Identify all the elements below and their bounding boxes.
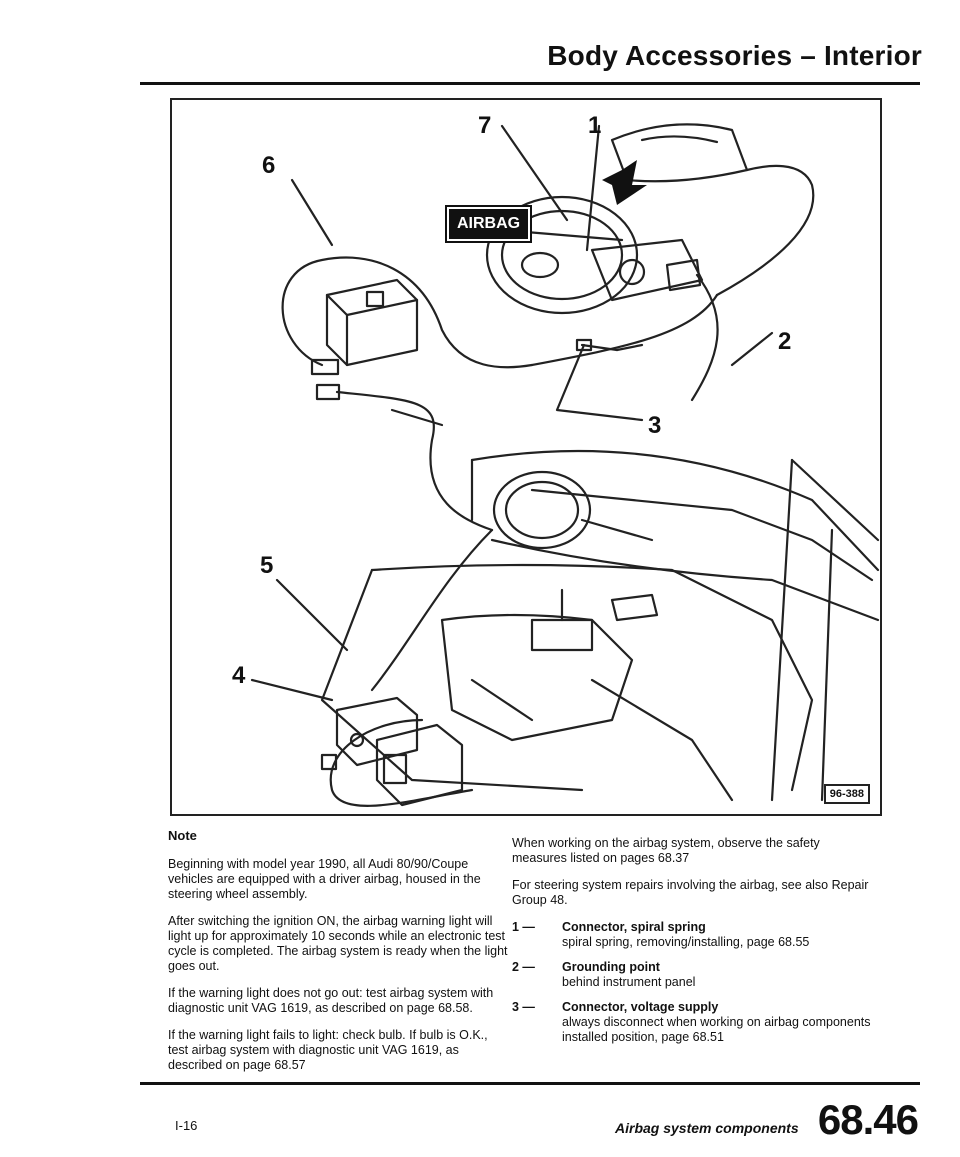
legend-item: 1 — Connector, spiral spring spiral spri… xyxy=(512,920,877,950)
legend-item: 2 — Grounding point behind instrument pa… xyxy=(512,960,877,990)
legend-item-line: installed position, page 68.51 xyxy=(562,1030,724,1044)
note-column: Note Beginning with model year 1990, all… xyxy=(168,828,508,1085)
legend-item-number: 3 — xyxy=(512,1000,535,1014)
legend-item-number: 1 — xyxy=(512,920,535,934)
legend-item: 3 — Connector, voltage supply always dis… xyxy=(512,1000,877,1045)
page-header-title: Body Accessories – Interior xyxy=(547,40,922,71)
note-paragraph: If the warning light does not go out: te… xyxy=(168,986,494,1015)
legend-item-number: 2 — xyxy=(512,960,535,974)
figure-label-3: 3 xyxy=(648,412,662,439)
legend-column: When working on the airbag system, obser… xyxy=(512,836,877,1055)
legend-item-title: Grounding point xyxy=(562,960,660,974)
note-heading: Note xyxy=(168,828,197,843)
figure-label-5: 5 xyxy=(260,552,274,579)
figure-reference: 96-388 xyxy=(823,784,870,804)
figure-label-7: 7 xyxy=(478,112,492,139)
intro-paragraph: When working on the airbag system, obser… xyxy=(512,836,820,865)
intro-paragraph: For steering system repairs involving th… xyxy=(512,878,869,907)
note-paragraph: After switching the ignition ON, the air… xyxy=(168,914,508,973)
figure-label-4: 4 xyxy=(232,662,246,689)
figure-label-6: 6 xyxy=(262,152,276,179)
footer-section-title: Airbag system components xyxy=(615,1120,799,1136)
legend-item-line: behind instrument panel xyxy=(562,975,696,989)
header-rule xyxy=(140,82,920,85)
footer-page-code: I-16 xyxy=(175,1118,198,1133)
airbag-system-illustration xyxy=(250,123,880,807)
legend-item-line: spiral spring, removing/installing, page… xyxy=(562,935,810,949)
figure-label-1: 1 xyxy=(588,112,602,139)
note-paragraph: Beginning with model year 1990, all Audi… xyxy=(168,857,481,901)
note-paragraph: If the warning light fails to light: che… xyxy=(168,1028,488,1072)
footer-page-number: 68.46 xyxy=(817,1096,919,1143)
legend-item-title: Connector, spiral spring xyxy=(562,920,706,934)
figure-label-2: 2 xyxy=(778,328,792,355)
airbag-tag: AIRBAG xyxy=(444,205,533,243)
arrow-icon xyxy=(602,160,647,205)
footer-rule xyxy=(140,1082,920,1085)
figure: 7 1 6 2 3 5 4 AIRBAG 96-388 xyxy=(170,98,882,816)
legend-item-line: always disconnect when working on airbag… xyxy=(562,1015,871,1029)
legend-item-title: Connector, voltage supply xyxy=(562,1000,719,1014)
